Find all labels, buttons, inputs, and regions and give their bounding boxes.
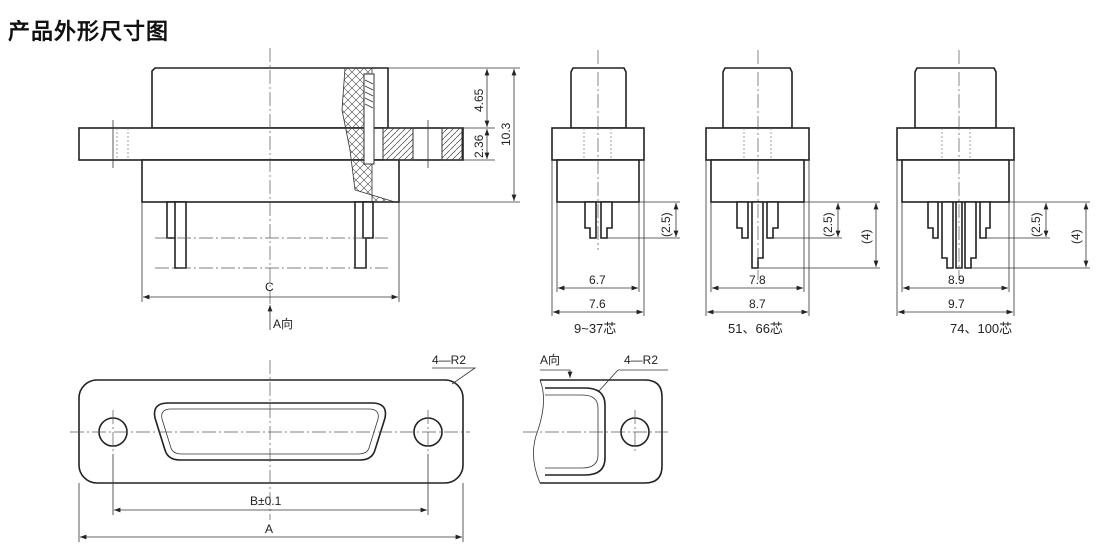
pin-dim-long: (4) — [1069, 229, 1083, 244]
dim-b-label: B±0.1 — [250, 494, 282, 508]
core-count-label: 74、100芯 — [950, 321, 1012, 336]
inner-width: 8.9 — [948, 273, 965, 287]
pin-dim-long: (4) — [859, 229, 873, 244]
pin-left — [166, 201, 187, 269]
partial-radius-label: 4—R2 — [624, 353, 658, 367]
front-view: C A向 4.65 2.36 10.3 — [78, 48, 520, 331]
bottom-view: B±0.1 A 4—R2 — [70, 353, 477, 542]
page-title: 产品外形尺寸图 — [8, 20, 170, 45]
partial-view-a: A向 4—R2 — [523, 352, 668, 484]
core-count-label: 51、66芯 — [728, 321, 783, 336]
view-arrow-label: A向 — [273, 316, 293, 331]
partial-view-label: A向 — [540, 352, 560, 367]
pin-dim: (2.5) — [659, 212, 673, 237]
inner-width: 6.7 — [589, 273, 606, 287]
radius-label: 4—R2 — [432, 353, 466, 367]
core-count-label: 9~37芯 — [574, 321, 616, 336]
pin-right — [354, 201, 374, 269]
side-view-51-66: (2.5) (4) 7.8 8.7 51、66芯 — [705, 50, 880, 336]
dim-10-3: 10.3 — [499, 122, 513, 146]
outer-width: 8.7 — [749, 297, 766, 311]
dim-4-65: 4.65 — [472, 88, 486, 112]
outer-width: 9.7 — [948, 297, 965, 311]
inner-width: 7.8 — [749, 273, 766, 287]
pin-dim: (2.5) — [821, 212, 835, 237]
dim-c-label: C — [265, 280, 274, 294]
dim-2-36: 2.36 — [472, 134, 486, 158]
outer-width: 7.6 — [589, 297, 606, 311]
dim-a-label: A — [265, 522, 273, 536]
pin-dim: (2.5) — [1029, 212, 1043, 237]
side-view-74-100: (2.5) (4) 8.9 9.7 74、100芯 — [896, 50, 1090, 336]
side-view-9-37: (2.5) 6.7 7.6 9~37芯 — [551, 50, 680, 336]
